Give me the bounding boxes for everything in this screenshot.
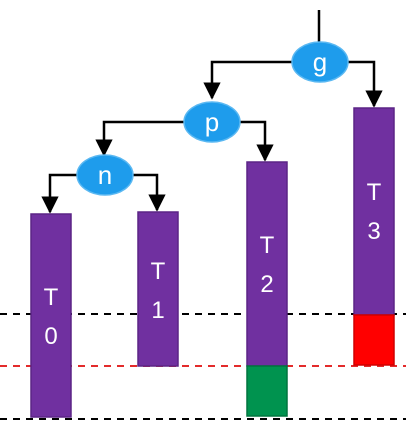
- subtree-t0: [30, 213, 72, 418]
- edges: [41, 10, 383, 214]
- subtree-t1-letter: T: [151, 258, 166, 285]
- node-n-label: n: [98, 160, 112, 190]
- node-g-shape: [291, 41, 349, 83]
- edge-p-t2: [235, 120, 274, 162]
- subtree-t2: [246, 161, 288, 367]
- node-p: p: [183, 101, 241, 143]
- node-p-shape: [183, 101, 241, 143]
- subtree-t3-letter: T: [367, 179, 382, 206]
- node-n-shape: [76, 154, 134, 196]
- subtree-t3-index: 3: [367, 218, 380, 245]
- subtree-t0-letter: T: [44, 284, 59, 311]
- subtree-t1: [137, 211, 179, 367]
- subtree-t0-index: 0: [44, 323, 57, 350]
- edge-g-t3: [343, 60, 383, 108]
- subtree-t2-extra-level: [246, 365, 288, 417]
- node-g-label: g: [313, 47, 327, 77]
- subtree-t3: [353, 107, 395, 316]
- subtree-t1-index: 1: [151, 297, 164, 324]
- edge-n-t0: [41, 173, 82, 214]
- subtree-t3-extra-level: [353, 314, 395, 366]
- node-g: g: [291, 41, 349, 83]
- edge-g-p: [203, 60, 297, 100]
- subtree-t2-index: 2: [260, 271, 273, 298]
- subtree-t2-letter: T: [260, 232, 275, 259]
- node-n: n: [76, 154, 134, 196]
- node-p-label: p: [205, 107, 219, 137]
- edge-p-n: [95, 120, 189, 157]
- edge-n-t1: [127, 173, 166, 212]
